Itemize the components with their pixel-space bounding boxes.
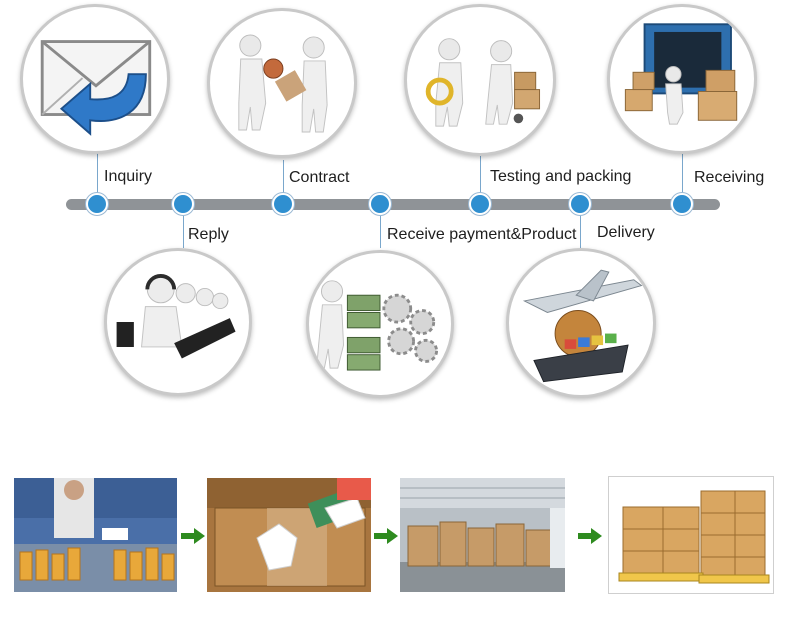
circle-receiving <box>607 4 757 154</box>
stem-payment <box>380 210 381 248</box>
magnifier-boxes-icon <box>425 38 541 127</box>
label-delivery: Delivery <box>597 224 655 241</box>
airplane-ship-globe-icon <box>522 269 643 383</box>
headset-operators-icon <box>116 274 236 359</box>
node-receiving <box>671 193 693 215</box>
node-reply <box>172 193 194 215</box>
node-payment <box>369 193 391 215</box>
stem-testing <box>480 156 481 202</box>
filling-bottles-photo <box>14 478 177 592</box>
label-inquiry: Inquiry <box>104 168 153 185</box>
label-receiving: Receiving <box>694 169 765 186</box>
circle-contract <box>207 8 357 158</box>
taping-carton-photo <box>207 478 371 592</box>
pallet-boxes-photo <box>608 476 774 594</box>
arrow-right-icon <box>374 528 398 544</box>
label-contract: Contract <box>289 169 350 186</box>
label-payment: Receive payment&Product <box>387 226 577 243</box>
node-contract <box>272 193 294 215</box>
circle-reply <box>104 248 252 396</box>
warehouse-photo <box>400 478 565 592</box>
label-testing: Testing and packing <box>490 168 632 185</box>
stem-contract <box>283 160 284 202</box>
container-boxes-icon <box>624 23 738 125</box>
stem-reply <box>183 210 184 248</box>
stem-inquiry <box>97 152 98 202</box>
arrow-right-icon <box>578 528 602 544</box>
circle-delivery <box>506 248 656 398</box>
node-testing <box>469 193 491 215</box>
envelope-reply-icon <box>40 40 152 136</box>
circle-inquiry <box>20 4 170 154</box>
circle-payment <box>306 250 454 398</box>
money-gears-icon <box>316 280 439 371</box>
arrow-right-icon <box>181 528 205 544</box>
node-delivery <box>569 193 591 215</box>
timeline-bar <box>66 199 720 210</box>
label-reply: Reply <box>188 226 229 243</box>
circle-testing <box>404 4 556 156</box>
stem-receiving <box>682 150 683 202</box>
stem-delivery <box>580 210 581 248</box>
node-inquiry <box>86 193 108 215</box>
handshake-stamp-icon <box>238 34 328 133</box>
